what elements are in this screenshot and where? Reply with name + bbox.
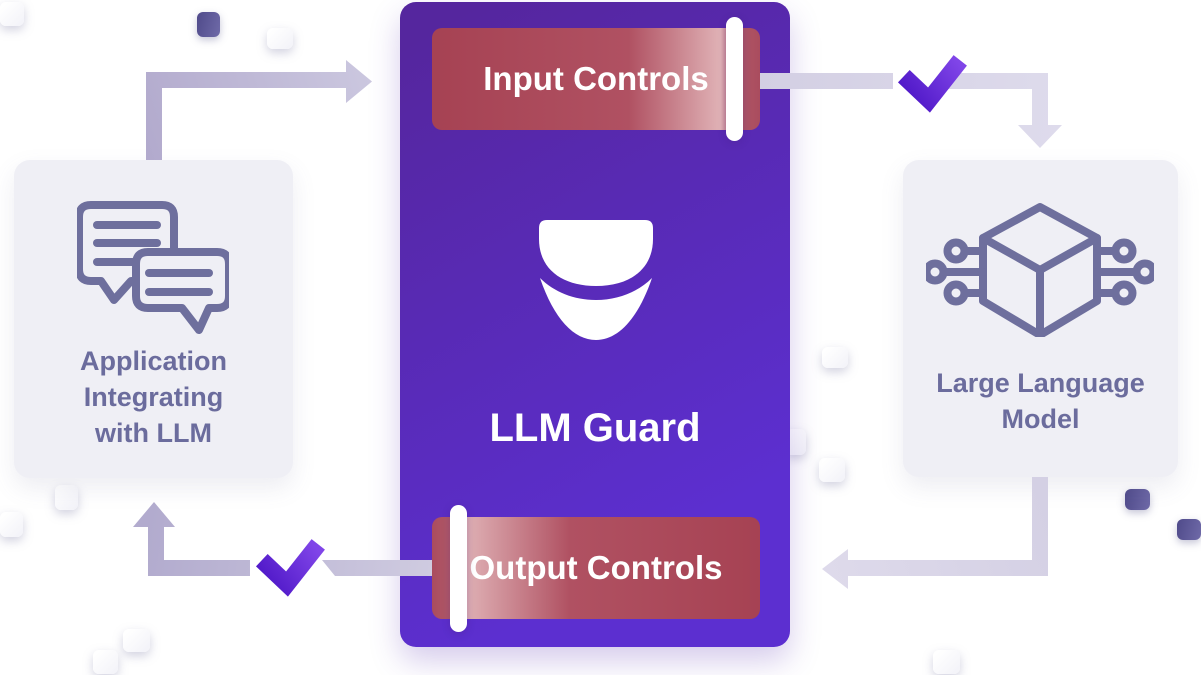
chat-bubbles-icon — [77, 201, 229, 334]
deco-square — [786, 429, 806, 455]
deco-square — [1177, 519, 1201, 540]
input-controls-badge: Input Controls — [432, 17, 760, 141]
ai-cube-icon — [926, 203, 1154, 337]
shield-icon — [539, 220, 653, 340]
output-controls-badge: Output Controls — [432, 505, 760, 632]
llm-card-label: Large Language Model — [936, 368, 1145, 434]
deco-square — [0, 2, 24, 26]
deco-square — [1125, 489, 1150, 510]
arrow-llm-to-guard — [822, 477, 1048, 589]
deco-square — [197, 12, 220, 37]
deco-square — [267, 28, 293, 49]
llm-guard-panel: Input Controls LLM Guard Output Controls — [400, 2, 790, 647]
connector-pill — [450, 505, 467, 632]
guard-title: LLM Guard — [489, 406, 701, 450]
deco-square — [123, 629, 150, 652]
arrow-app-to-guard — [146, 60, 372, 160]
check-icon — [255, 539, 325, 597]
deco-square — [0, 512, 23, 537]
deco-square — [55, 485, 78, 510]
llm-card: Large Language Model — [903, 160, 1178, 477]
connector-pill — [726, 17, 743, 141]
application-card: Application Integrating with LLM — [14, 160, 293, 478]
deco-square — [822, 347, 848, 368]
deco-square — [93, 650, 118, 674]
deco-square — [933, 650, 960, 674]
application-card-label: Application Integrating with LLM — [80, 346, 227, 448]
output-controls-label: Output Controls — [469, 549, 723, 586]
input-controls-label: Input Controls — [483, 60, 709, 97]
deco-square — [819, 458, 845, 482]
arrow-guard-to-app — [133, 502, 250, 576]
check-icon — [897, 55, 967, 113]
arrow-guard-to-llm — [948, 73, 1062, 148]
